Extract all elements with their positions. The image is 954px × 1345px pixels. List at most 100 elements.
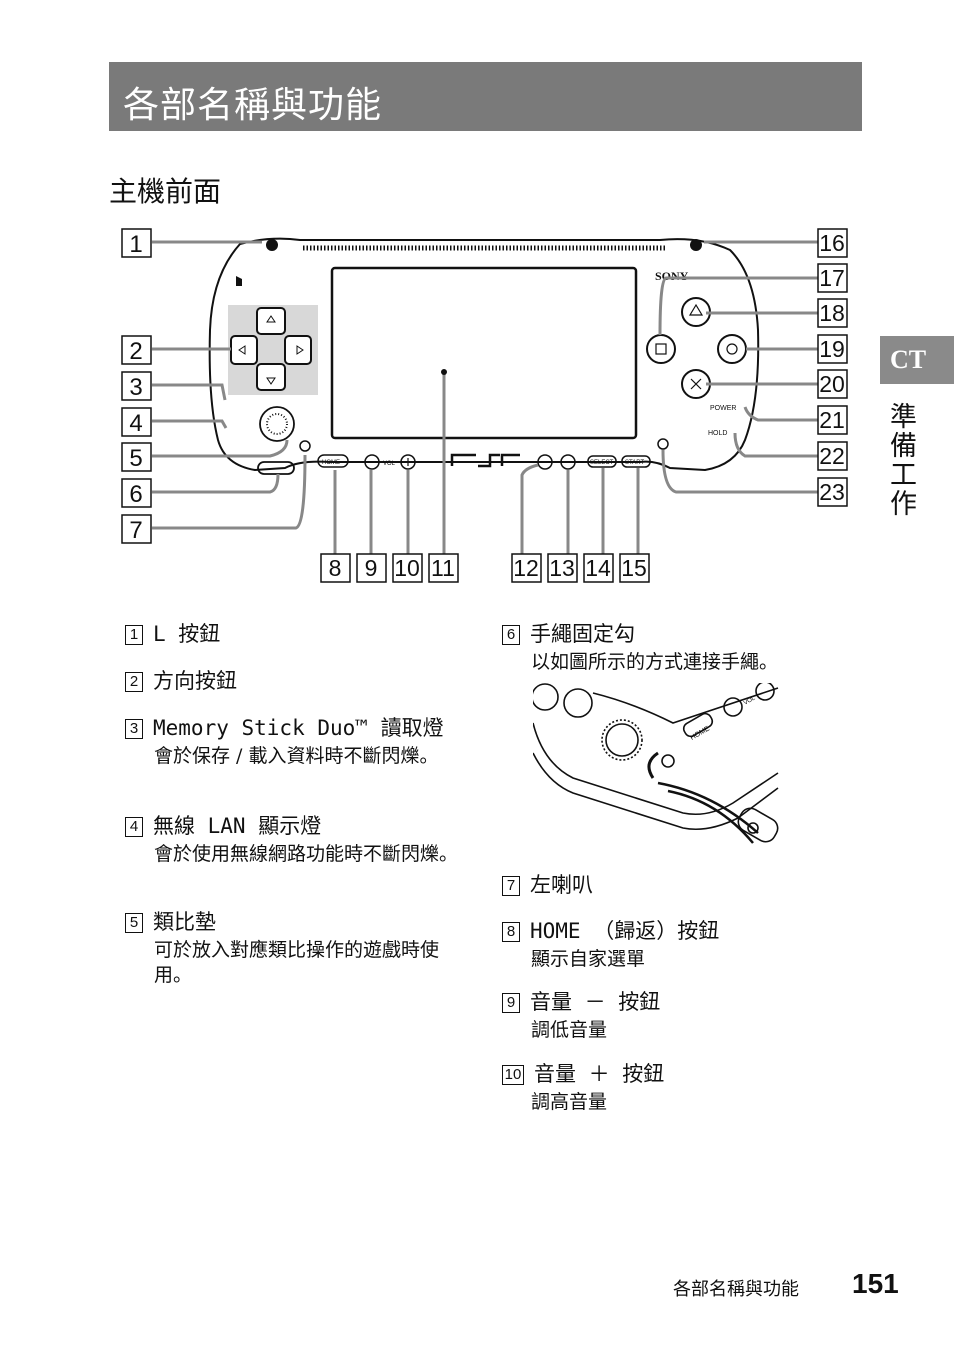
callout-23: 23: [817, 477, 848, 507]
callout-16: 16: [817, 228, 848, 258]
svg-text:23: 23: [819, 479, 845, 505]
svg-text:21: 21: [819, 407, 845, 433]
item-title: 左喇叭: [530, 873, 593, 897]
dpad-right: [284, 335, 312, 365]
device-select-label: SELECT: [590, 460, 614, 466]
playstation-logo: [236, 276, 242, 286]
callout-21: 21: [817, 405, 848, 435]
l-button-marker: [266, 239, 278, 251]
item-number: 3: [125, 719, 143, 739]
item-title: 音量 － 按鈕: [530, 990, 661, 1014]
device-vol-label: VOL: [383, 461, 396, 467]
sound-button: [560, 454, 576, 470]
item-number: 8: [502, 922, 520, 942]
callout-12: 12: [511, 553, 542, 583]
callout-14: 14: [583, 553, 614, 583]
svg-text:14: 14: [585, 555, 611, 581]
callout-8: 8: [320, 553, 351, 583]
strap-vol-label: VOL: [743, 695, 757, 707]
item-description: 以如圖所示的方式連接手繩。: [531, 651, 779, 673]
language-code: CT: [890, 345, 927, 374]
select-button: [587, 455, 617, 468]
list-item: 3 Memory Stick Duo™ 讀取燈 會於保存 / 載入資料時不斷閃爍。: [125, 714, 485, 769]
item-description: 會於保存 / 載入資料時不斷閃爍。: [154, 745, 439, 767]
circle-button: [717, 334, 747, 364]
footer-section-name: 各部名稱與功能: [673, 1279, 799, 1300]
svg-text:2: 2: [129, 338, 142, 365]
callout-22: 22: [817, 441, 848, 471]
callout-20: 20: [817, 369, 848, 399]
language-tab: CT: [880, 336, 954, 384]
item-description: 調高音量: [531, 1091, 608, 1113]
list-item: 2 方向按鈕: [125, 667, 485, 695]
start-button: [621, 455, 651, 468]
dpad-left: [230, 335, 258, 365]
svg-text:13: 13: [549, 555, 575, 581]
item-title: 方向按鈕: [153, 669, 237, 693]
item-title: HOME （歸返）按鈕: [530, 919, 720, 943]
triangle-button: [681, 297, 711, 327]
svg-text:19: 19: [819, 336, 845, 362]
svg-text:6: 6: [129, 481, 142, 508]
list-item: 10 音量 ＋ 按鈕 調高音量: [502, 1060, 832, 1115]
analog-pad: [259, 406, 295, 442]
svg-text:10: 10: [394, 555, 420, 581]
r-button-marker: [690, 239, 702, 251]
device-power-label: POWER: [710, 405, 736, 412]
item-number: 6: [502, 625, 520, 645]
device-brand: SONY: [655, 269, 689, 283]
svg-text:5: 5: [129, 445, 142, 472]
square-button: [646, 334, 676, 364]
item-description: 可於放入對應類比操作的遊戲時使用。: [154, 939, 440, 986]
vol-plus-button: [400, 454, 416, 470]
dpad-down: [256, 363, 286, 391]
page-title: 各部名稱與功能: [123, 85, 383, 126]
svg-text:20: 20: [819, 371, 845, 397]
home-button: [317, 454, 349, 468]
page-number: 151: [852, 1268, 899, 1299]
callout-11: 11: [428, 553, 459, 583]
item-title: 手繩固定勾: [530, 622, 635, 646]
svg-text:22: 22: [819, 443, 845, 469]
callout-10: 10: [392, 553, 423, 583]
item-number: 10: [502, 1065, 524, 1085]
callout-4: 4: [121, 407, 152, 437]
callout-7: 7: [121, 514, 152, 544]
callout-1: 1: [121, 228, 152, 258]
svg-text:4: 4: [129, 410, 142, 437]
psp-front-diagram: SONY HOME VOL SELECT START POWER HOLD: [121, 228, 848, 583]
device-start-label: START: [625, 460, 644, 466]
svg-text:7: 7: [129, 517, 142, 544]
callout-17: 17: [817, 263, 848, 293]
list-item: 6 手繩固定勾 以如圖所示的方式連接手繩。: [502, 620, 832, 675]
item-title: 類比墊: [153, 910, 216, 934]
item-number: 1: [125, 625, 143, 645]
title-bar: 各部名稱與功能: [109, 62, 862, 131]
svg-text:3: 3: [129, 374, 142, 401]
device-home-label: HOME: [322, 460, 340, 466]
item-number: 9: [502, 993, 520, 1013]
screen: [330, 266, 638, 440]
item-number: 2: [125, 672, 143, 692]
psp-logo: [450, 453, 520, 468]
psp-body-outline: [208, 237, 760, 472]
svg-text:12: 12: [513, 555, 539, 581]
callout-9: 9: [356, 553, 387, 583]
callout-13: 13: [547, 553, 578, 583]
svg-text:8: 8: [329, 555, 342, 581]
callout-2: 2: [121, 335, 152, 365]
item-title: 音量 ＋ 按鈕: [534, 1062, 665, 1086]
item-number: 4: [125, 817, 143, 837]
item-title: Memory Stick Duo™ 讀取燈: [153, 716, 444, 740]
svg-text:11: 11: [431, 555, 455, 581]
vol-minus-button: [364, 454, 380, 470]
list-item: 4 無線 LAN 顯示燈 會於使用無線網路功能時不斷閃爍。: [125, 812, 485, 867]
item-title: 無線 LAN 顯示燈: [153, 814, 322, 838]
callout-15: 15: [619, 553, 650, 583]
callout-6: 6: [121, 478, 152, 508]
chapter-label: 準備工作: [885, 402, 916, 518]
item-description: 會於使用無線網路功能時不斷閃爍。: [154, 843, 459, 865]
